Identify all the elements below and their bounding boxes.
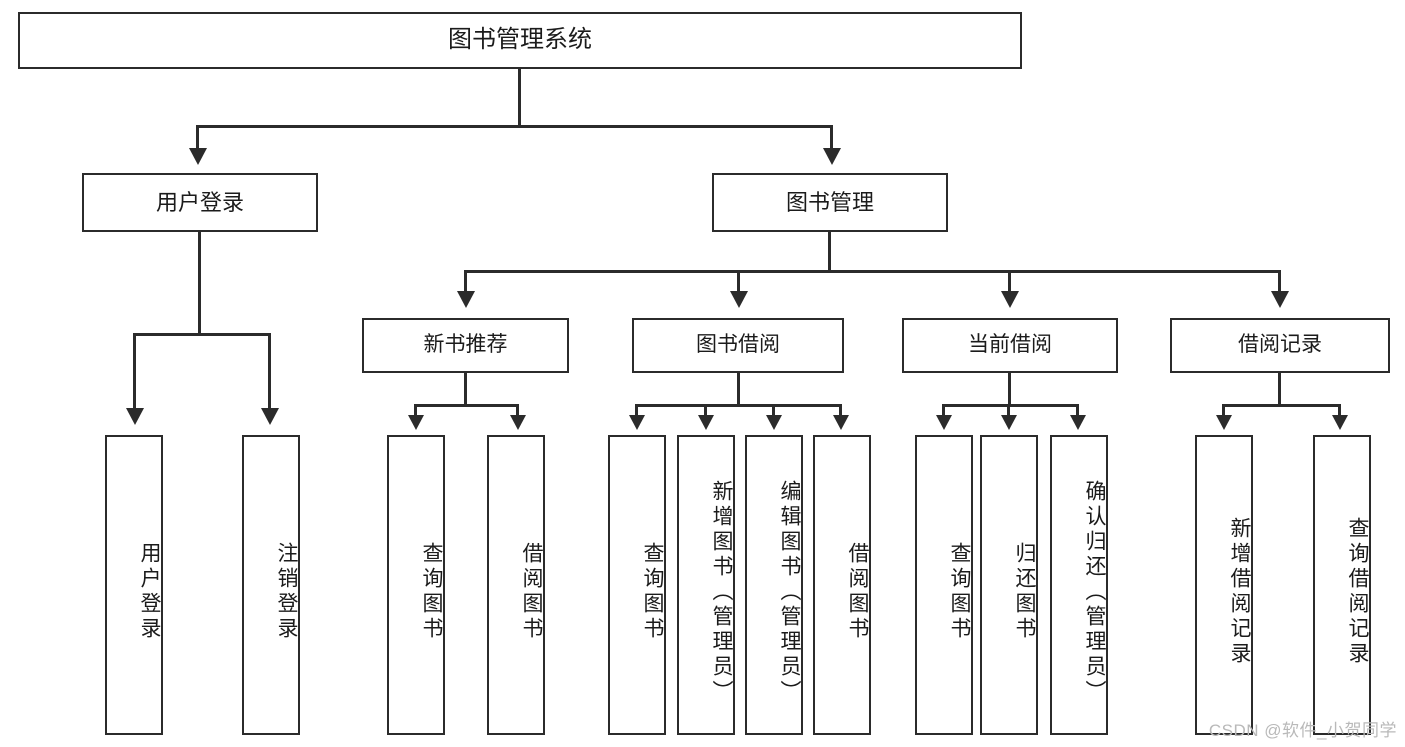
leaf-book-borrow-add[interactable]: 新增图书（管理员） — [677, 435, 735, 735]
connector-book-mgmt-bar — [464, 270, 1281, 273]
connector-current-borrow-drop-3 — [1076, 404, 1079, 418]
connector-user-login-stem — [198, 232, 201, 335]
node-label: 用户登录 — [155, 189, 244, 215]
node-label: 图书管理 — [785, 189, 874, 215]
connector-book-borrow-drop-1 — [635, 404, 638, 418]
leaf-new-book-query[interactable]: 查询图书 — [387, 435, 445, 735]
connector-current-borrow-stem — [1008, 373, 1011, 406]
leaf-label: 查询借阅记录 — [1346, 517, 1369, 667]
node-root-system[interactable]: 图书管理系统 — [18, 12, 1022, 69]
node-label: 当前借阅 — [968, 333, 1052, 357]
connector-borrow-record-bar — [1222, 404, 1341, 407]
leaf-label: 新增借阅记录 — [1228, 517, 1251, 667]
leaf-label: 查询图书 — [948, 542, 971, 642]
connector-book-mgmt-stem — [828, 232, 831, 272]
connector-book-mgmt-drop-3 — [1008, 270, 1011, 294]
leaf-user-login-signin[interactable]: 用户登录 — [105, 435, 163, 735]
connector-new-book-bar — [414, 404, 519, 407]
leaf-label: 查询图书 — [641, 542, 664, 642]
connector-book-borrow-drop-3 — [772, 404, 775, 418]
arrowhead-current-borrow-3 — [1070, 415, 1086, 430]
connector-borrow-record-drop-1 — [1222, 404, 1225, 418]
connector-book-mgmt-drop-4 — [1278, 270, 1281, 294]
leaf-label: 借阅图书 — [520, 542, 543, 642]
arrowhead-book-mgmt-1 — [457, 291, 475, 308]
leaf-borrow-record-query[interactable]: 查询借阅记录 — [1313, 435, 1371, 735]
leaf-current-borrow-query[interactable]: 查询图书 — [915, 435, 973, 735]
leaf-label: 注销登录 — [275, 542, 298, 642]
leaf-book-borrow-lend[interactable]: 借阅图书 — [813, 435, 871, 735]
leaf-label: 查询图书 — [420, 542, 443, 642]
node-label: 图书借阅 — [696, 333, 780, 357]
node-label: 借阅记录 — [1238, 333, 1322, 357]
arrowhead-book-borrow-2 — [698, 415, 714, 430]
arrowhead-root-to-book-mgmt — [823, 148, 841, 165]
connector-book-borrow-drop-2 — [704, 404, 707, 418]
connector-user-login-drop-2 — [268, 333, 271, 411]
leaf-label: 确认归还（管理员） — [1083, 479, 1106, 705]
leaf-book-borrow-edit[interactable]: 编辑图书（管理员） — [745, 435, 803, 735]
leaf-borrow-record-add[interactable]: 新增借阅记录 — [1195, 435, 1253, 735]
connector-user-login-drop-1 — [133, 333, 136, 411]
arrowhead-user-login-1 — [126, 408, 144, 425]
connector-book-borrow-drop-4 — [839, 404, 842, 418]
csdn-watermark: CSDN @软件_小贺同学 — [1208, 721, 1397, 740]
arrowhead-root-to-user-login — [189, 148, 207, 165]
connector-new-book-drop-2 — [516, 404, 519, 418]
leaf-label: 新增图书（管理员） — [710, 479, 733, 705]
arrowhead-borrow-record-1 — [1216, 415, 1232, 430]
leaf-new-book-borrow[interactable]: 借阅图书 — [487, 435, 545, 735]
leaf-label: 归还图书 — [1013, 542, 1036, 642]
leaf-user-login-signout[interactable]: 注销登录 — [242, 435, 300, 735]
arrowhead-current-borrow-1 — [936, 415, 952, 430]
connector-root-to-user-login — [196, 125, 199, 151]
node-label: 图书管理系统 — [448, 26, 592, 54]
connector-book-borrow-stem — [737, 373, 740, 406]
arrowhead-book-mgmt-3 — [1001, 291, 1019, 308]
node-borrow-record[interactable]: 借阅记录 — [1170, 318, 1390, 373]
arrowhead-new-book-1 — [408, 415, 424, 430]
connector-new-book-drop-1 — [414, 404, 417, 418]
arrowhead-new-book-2 — [510, 415, 526, 430]
connector-book-mgmt-drop-1 — [464, 270, 467, 294]
connector-book-mgmt-drop-2 — [737, 270, 740, 294]
arrowhead-book-borrow-1 — [629, 415, 645, 430]
leaf-current-borrow-confirm-return[interactable]: 确认归还（管理员） — [1050, 435, 1108, 735]
node-new-book-recommend[interactable]: 新书推荐 — [362, 318, 569, 373]
arrowhead-book-borrow-4 — [833, 415, 849, 430]
leaf-label: 借阅图书 — [846, 542, 869, 642]
connector-borrow-record-stem — [1278, 373, 1281, 406]
node-book-management[interactable]: 图书管理 — [712, 173, 948, 232]
connector-root-bar — [196, 125, 833, 128]
connector-current-borrow-bar — [942, 404, 1079, 407]
connector-current-borrow-drop-2 — [1007, 404, 1010, 418]
connector-current-borrow-drop-1 — [942, 404, 945, 418]
arrowhead-current-borrow-2 — [1001, 415, 1017, 430]
node-book-borrow[interactable]: 图书借阅 — [632, 318, 844, 373]
arrowhead-book-mgmt-4 — [1271, 291, 1289, 308]
connector-new-book-stem — [464, 373, 467, 406]
connector-book-borrow-bar — [635, 404, 842, 407]
node-label: 新书推荐 — [423, 333, 508, 357]
connector-root-stem — [518, 69, 521, 127]
node-user-login[interactable]: 用户登录 — [82, 173, 318, 232]
leaf-current-borrow-return[interactable]: 归还图书 — [980, 435, 1038, 735]
leaf-book-borrow-query[interactable]: 查询图书 — [608, 435, 666, 735]
node-current-borrow[interactable]: 当前借阅 — [902, 318, 1118, 373]
arrowhead-book-borrow-3 — [766, 415, 782, 430]
arrowhead-book-mgmt-2 — [730, 291, 748, 308]
arrowhead-borrow-record-2 — [1332, 415, 1348, 430]
leaf-label: 用户登录 — [138, 542, 161, 642]
connector-user-login-bar — [133, 333, 269, 336]
arrowhead-user-login-2 — [261, 408, 279, 425]
connector-root-to-book-mgmt — [830, 125, 833, 151]
leaf-label: 编辑图书（管理员） — [778, 479, 801, 705]
connector-borrow-record-drop-2 — [1338, 404, 1341, 418]
